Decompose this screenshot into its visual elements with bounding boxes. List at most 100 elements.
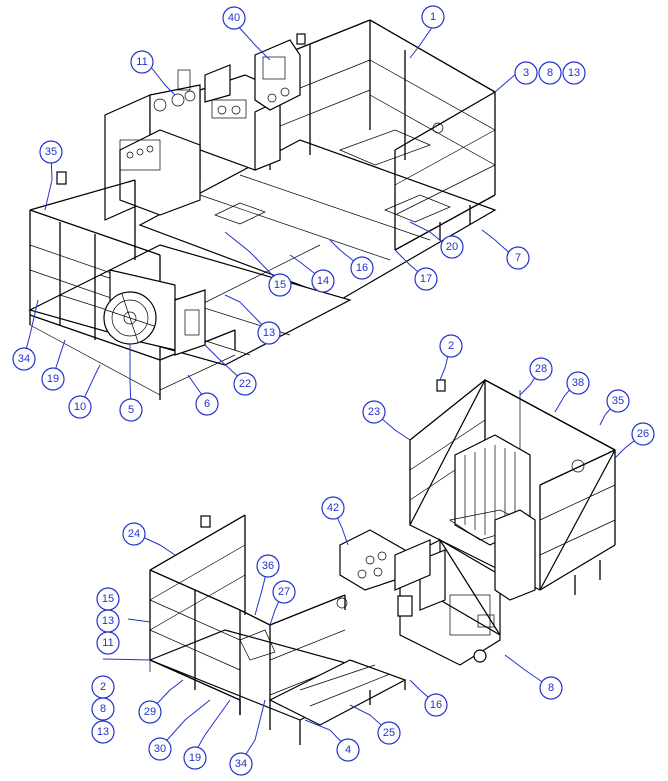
balloon-circle (68, 395, 92, 419)
balloon-label: 8 (548, 682, 554, 694)
balloon-label: 19 (189, 752, 201, 764)
balloon-circle (39, 140, 63, 164)
balloon-label: 16 (430, 699, 442, 711)
balloon-20: 20 (440, 235, 464, 259)
balloon-circle (256, 554, 280, 578)
balloon-circle (321, 496, 345, 520)
balloon-34: 34 (229, 752, 253, 776)
balloon-19: 19 (41, 367, 65, 391)
balloon-label: 38 (572, 377, 584, 389)
balloon-label: 35 (612, 395, 624, 407)
balloon-label: 11 (102, 637, 113, 649)
upper-left-railing (29, 171, 236, 400)
balloon-circle (148, 737, 172, 761)
balloon-label: 11 (136, 56, 147, 68)
balloon-19: 19 (183, 746, 207, 770)
balloon-label: 35 (45, 146, 57, 158)
balloon-30: 30 (148, 737, 172, 761)
balloon-label: 19 (47, 373, 59, 385)
balloon-27: 27 (272, 580, 296, 604)
balloon-circle (362, 400, 386, 424)
balloon-5: 5 (119, 398, 143, 422)
balloon-10: 10 (68, 395, 92, 419)
balloon-label: 25 (383, 727, 395, 739)
balloon-label: 26 (637, 428, 649, 440)
balloon-circle (96, 631, 120, 655)
balloon-label: 13 (102, 615, 114, 627)
balloon-label: 13 (97, 726, 109, 738)
balloon-circle (138, 700, 162, 724)
balloon-circle (606, 389, 630, 413)
balloon-circle (41, 367, 65, 391)
balloon-circle (631, 422, 655, 446)
control-console (199, 39, 301, 171)
balloon-7: 7 (506, 246, 530, 270)
balloon-label: 29 (144, 706, 156, 718)
balloon-label: 3 (523, 67, 529, 79)
balloon-circle (91, 720, 115, 744)
balloon-label: 24 (128, 528, 140, 540)
control-pendant (339, 529, 431, 591)
balloon-label: 30 (154, 743, 166, 755)
balloon-circle (229, 752, 253, 776)
balloon-label: 34 (18, 353, 30, 365)
balloon-label: 13 (568, 67, 580, 79)
balloon-circle (336, 738, 360, 762)
balloon-label: 15 (102, 593, 114, 605)
balloon-26: 26 (631, 422, 655, 446)
balloon-label: 2 (100, 681, 106, 693)
balloon-circle (91, 697, 115, 721)
balloon-label: 4 (345, 744, 351, 756)
balloon-circle (514, 61, 538, 85)
balloon-16: 16 (424, 693, 448, 717)
balloon-label: 7 (515, 252, 521, 264)
balloon-4: 4 (336, 738, 360, 762)
balloon-2: 2 (91, 675, 115, 699)
balloon-circle (233, 372, 257, 396)
balloon-28: 28 (529, 357, 553, 381)
balloon-circle (421, 5, 445, 29)
balloon-13: 13 (96, 609, 120, 633)
balloon-circle (311, 269, 335, 293)
balloon-34: 34 (12, 347, 36, 371)
balloon-circle (195, 392, 219, 416)
upper-assembly (28, 19, 497, 400)
balloon-circle (506, 246, 530, 270)
balloon-42: 42 (321, 496, 345, 520)
balloon-label: 17 (420, 273, 432, 285)
balloon-3: 3 (514, 61, 538, 85)
cooling-fan (103, 269, 206, 356)
balloon-circle (440, 235, 464, 259)
balloon-circle (257, 321, 281, 345)
balloon-15: 15 (268, 273, 292, 297)
lower-assembly (148, 379, 616, 745)
balloon-label: 5 (128, 404, 134, 416)
electrical-panel-assembly (104, 69, 201, 221)
balloon-circle (268, 273, 292, 297)
balloon-13: 13 (257, 321, 281, 345)
balloon-label: 36 (262, 560, 274, 572)
balloon-label: 10 (74, 401, 86, 413)
balloon-22: 22 (233, 372, 257, 396)
balloon-2: 2 (439, 334, 463, 358)
balloon-circle (529, 357, 553, 381)
balloon-circle (272, 580, 296, 604)
balloon-35: 35 (39, 140, 63, 164)
balloon-8: 8 (91, 697, 115, 721)
balloon-circle (122, 522, 146, 546)
balloon-8: 8 (539, 676, 563, 700)
balloon-35: 35 (606, 389, 630, 413)
balloon-38: 38 (566, 371, 590, 395)
balloon-label: 1 (430, 11, 436, 23)
balloon-label: 13 (263, 327, 275, 339)
balloon-label: 6 (204, 398, 210, 410)
balloon-circle (538, 61, 562, 85)
balloon-label: 23 (368, 406, 380, 418)
balloon-circle (539, 676, 563, 700)
balloon-circle (439, 334, 463, 358)
balloon-label: 34 (235, 758, 247, 770)
balloon-circle (377, 721, 401, 745)
balloon-17: 17 (414, 267, 438, 291)
balloon-label: 22 (239, 378, 251, 390)
